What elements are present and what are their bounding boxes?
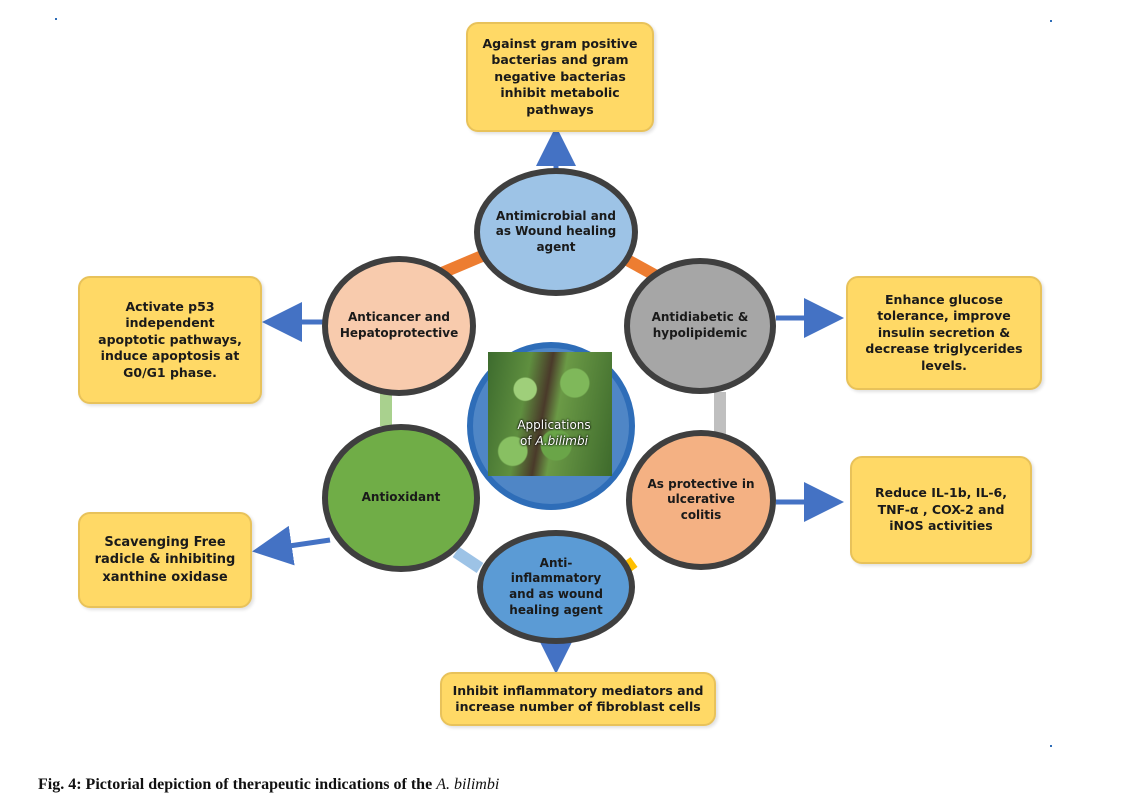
- center-label-line1: Applications: [517, 418, 591, 432]
- box-colitis-effects-text: Reduce IL-1b, IL-6, TNF-α , COX-2 and iN…: [875, 485, 1007, 534]
- figure-caption-prefix: Fig. 4: Pictorial depiction of therapeut…: [38, 776, 433, 793]
- center-label: Applications of A.bilimbi: [496, 418, 612, 449]
- box-antiinflammatory-effects-text: Inhibit inflammatory mediators and incre…: [452, 682, 704, 715]
- node-colitis: As protective in ulcerative colitis: [626, 430, 776, 570]
- node-antioxidant-label: Antioxidant: [361, 490, 441, 505]
- node-colitis-label: As protective in ulcerative colitis: [647, 476, 755, 522]
- node-antidiabetic: Antidiabetic & hypolipidemic: [624, 258, 776, 394]
- node-antidiabetic-label: Antidiabetic & hypolipidemic: [651, 310, 749, 340]
- node-anticancer: Anticancer and Hepatoprotective: [322, 256, 476, 396]
- box-anticancer-effects-text: Activate p53 independent apoptotic pathw…: [98, 298, 242, 380]
- corner-tick-right: [1050, 20, 1052, 22]
- box-antidiabetic-effects-text: Enhance glucose tolerance, improve insul…: [865, 291, 1023, 373]
- figure-caption-species: A. bilimbi: [436, 776, 500, 793]
- box-antidiabetic-effects: Enhance glucose tolerance, improve insul…: [846, 276, 1042, 390]
- center-label-line2: of A.bilimbi: [520, 433, 588, 448]
- box-antimicrobial-effects-text: Against gram positive bacterias and gram…: [482, 35, 638, 117]
- node-antioxidant: Antioxidant: [322, 424, 480, 572]
- box-anticancer-effects: Activate p53 independent apoptotic pathw…: [78, 276, 262, 404]
- box-antiinflammatory-effects: Inhibit inflammatory mediators and incre…: [440, 672, 716, 726]
- box-antioxidant-effects: Scavenging Free radicle & inhibiting xan…: [78, 512, 252, 608]
- center-plant-photo: [488, 352, 612, 476]
- node-antiinflammatory: Anti-inflammatory and as wound healing a…: [477, 530, 635, 644]
- node-antimicrobial-label: Antimicrobial and as Wound healing agent: [495, 208, 617, 254]
- figure-caption: Fig. 4: Pictorial depiction of therapeut…: [38, 776, 499, 794]
- center-label-species: A.bilimbi: [535, 433, 588, 448]
- node-anticancer-label: Anticancer and Hepatoprotective: [339, 310, 459, 340]
- node-antiinflammatory-label: Anti-inflammatory and as wound healing a…: [509, 555, 603, 617]
- corner-tick-left: [55, 18, 57, 20]
- node-antimicrobial: Antimicrobial and as Wound healing agent: [474, 168, 638, 296]
- arrow-to-left-lower-box: [252, 525, 331, 566]
- corner-tick-bottom-right: [1050, 745, 1052, 747]
- box-antioxidant-effects-text: Scavenging Free radicle & inhibiting xan…: [94, 535, 236, 585]
- box-antimicrobial-effects: Against gram positive bacterias and gram…: [466, 22, 654, 132]
- box-colitis-effects: Reduce IL-1b, IL-6, TNF-α , COX-2 and iN…: [850, 456, 1032, 564]
- connector-antiinflammatory-antioxidant: [452, 547, 484, 573]
